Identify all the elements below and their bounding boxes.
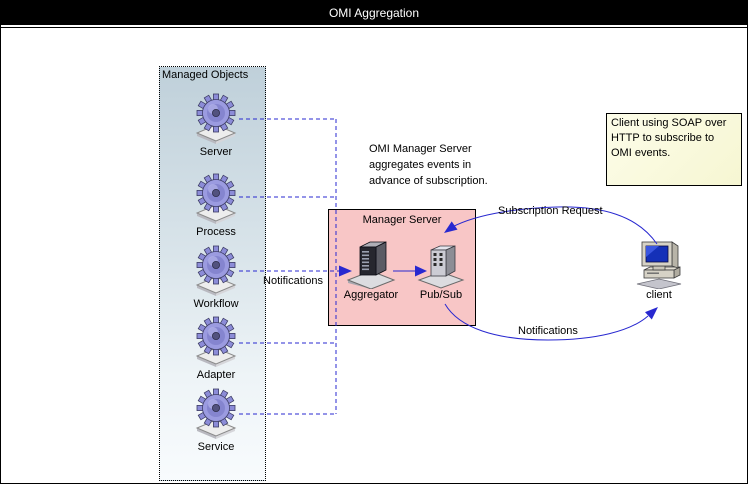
notifications-right-label: Notifications — [518, 325, 578, 337]
gear-icon — [195, 173, 237, 224]
description-text: OMI Manager Server aggregates events in … — [369, 141, 509, 189]
node-pubsub-label: Pub/Sub — [419, 289, 463, 301]
node-workflow-label: Workflow — [193, 298, 239, 310]
node-adapter-label: Adapter — [196, 369, 236, 381]
gear-icon — [195, 93, 237, 144]
node-process: Process — [171, 173, 261, 238]
note-box: Client using SOAP over HTTP to subscribe… — [606, 113, 742, 186]
node-aggregator: Aggregator — [331, 239, 411, 301]
server-tower-icon — [346, 241, 396, 289]
titlebar-divider — [1, 27, 747, 28]
gear-icon — [195, 245, 237, 296]
gear-icon — [195, 388, 237, 439]
notifications-left-label: Notifications — [263, 275, 323, 287]
computer-icon — [636, 241, 682, 289]
description-line-2: aggregates events in — [369, 159, 472, 171]
node-client-label: client — [646, 289, 672, 301]
node-service-label: Service — [197, 441, 235, 453]
gear-icon — [195, 316, 237, 367]
page-title: OMI Aggregation — [328, 6, 420, 20]
subscription-request-label: Subscription Request — [498, 205, 603, 217]
description-line-3: advance of subscription. — [369, 175, 488, 187]
node-service: Service — [171, 388, 261, 453]
node-adapter: Adapter — [171, 316, 261, 381]
node-client: client — [619, 241, 699, 301]
manager-server-label: Manager Server — [362, 214, 442, 226]
notifications-arrowhead-icon — [645, 307, 658, 320]
managed-objects-label: Managed Objects — [162, 69, 249, 81]
description-line-1: OMI Manager Server — [369, 143, 472, 155]
title-bar: OMI Aggregation — [1, 1, 747, 25]
node-pubsub: Pub/Sub — [401, 243, 481, 301]
node-aggregator-label: Aggregator — [343, 289, 399, 301]
node-server: Server — [171, 93, 261, 158]
server-tower-icon — [417, 245, 465, 289]
node-process-label: Process — [196, 226, 236, 238]
node-workflow: Workflow — [171, 245, 261, 310]
node-server-label: Server — [199, 146, 233, 158]
note-text: Client using SOAP over HTTP to subscribe… — [611, 117, 727, 159]
